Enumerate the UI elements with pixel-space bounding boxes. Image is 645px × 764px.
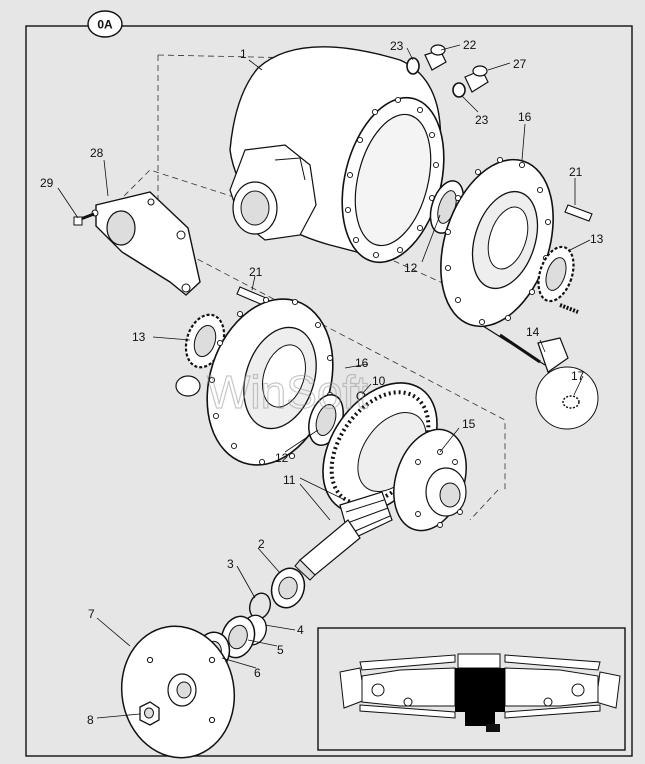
callout-22: 22 [463,38,477,52]
callout-14: 14 [526,325,540,339]
callout-27: 27 [513,57,527,71]
callout-1: 1 [240,47,247,61]
callout-3: 3 [227,557,234,571]
detail-circle [535,366,599,430]
callout-16-lower: 16 [355,356,369,370]
section-badge-label: 0A [97,18,113,32]
callout-11: 11 [283,473,296,487]
callout-17: 17 [571,369,585,383]
sealant-tube [482,303,579,381]
bracket-bolt [73,212,95,226]
section-badge: 0A [87,10,123,38]
adjusting-nut-left [184,313,226,369]
callout-12-upper: 12 [404,261,418,275]
callout-29: 29 [40,176,54,190]
watermark: WinSoft [207,366,368,418]
differential-flange-lower [175,296,334,466]
pinion-nut [139,701,160,726]
callout-6: 6 [254,666,261,680]
callout-28: 28 [90,146,104,160]
callout-12-lower: 12 [275,451,289,465]
callout-16-upper: 16 [518,110,532,124]
callout-13-left: 13 [132,330,146,344]
adjusting-nut-right [537,245,575,303]
dowel-pin-right [564,204,593,222]
differential-flange-upper [440,156,554,328]
callout-23-lower: 23 [475,113,489,127]
callout-7: 7 [88,607,95,621]
callout-4: 4 [297,623,304,637]
callout-13-right: 13 [590,232,604,246]
callout-23-upper: 23 [390,39,404,53]
diagram-frame [25,25,633,757]
axle-housing [229,46,445,264]
axle-overview-inset [317,627,626,751]
callout-15: 15 [462,417,476,431]
highlighted-center-section [455,668,505,712]
callout-21-right: 21 [569,165,583,179]
callout-21-left: 21 [249,265,263,279]
mounting-bracket [91,191,201,296]
callout-10: 10 [372,374,386,388]
drain-plug-assembly [406,44,489,98]
callout-2: 2 [258,537,265,551]
callout-labels: 1 2 3 4 5 6 7 8 10 11 12 12 13 13 14 15 … [40,38,604,727]
differential-case [393,428,467,532]
dowel-pin-left [236,286,267,306]
callout-8: 8 [87,713,94,727]
callout-leader-lines [57,44,591,719]
callout-5: 5 [277,643,284,657]
